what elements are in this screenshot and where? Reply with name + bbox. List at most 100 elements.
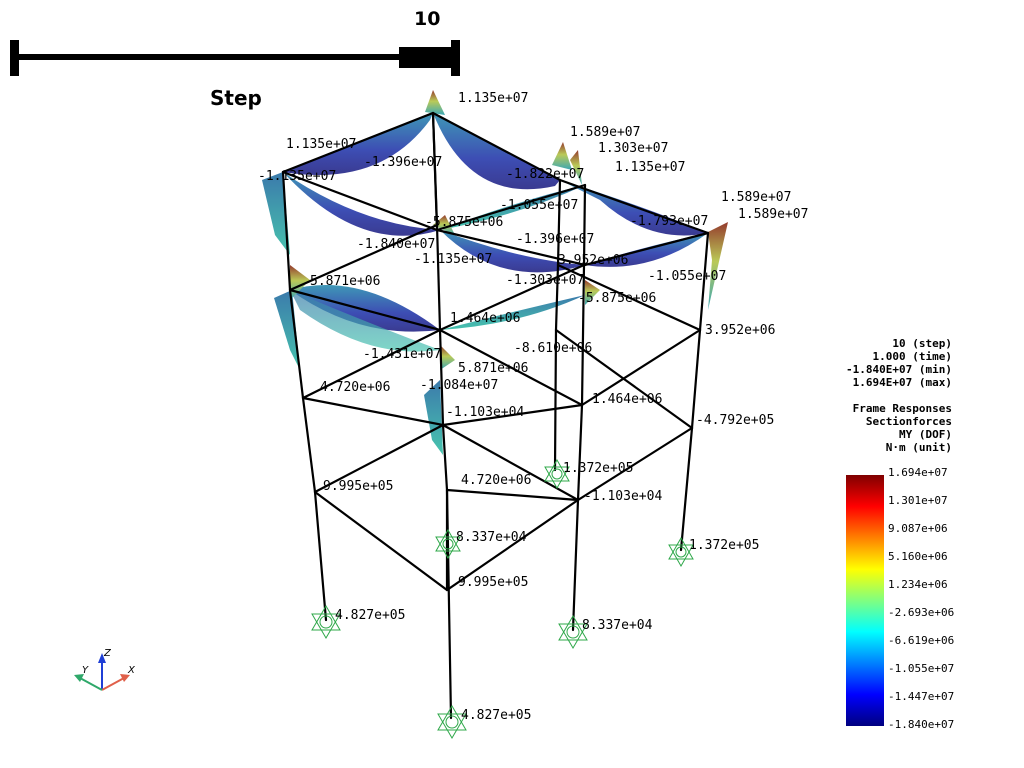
moment-fill xyxy=(708,222,728,310)
column xyxy=(281,170,328,622)
beam xyxy=(445,488,580,502)
info-time: 1.000 (time) xyxy=(872,350,952,363)
value-label: 4.827e+05 xyxy=(335,608,405,623)
legend-tick: 9.087e+06 xyxy=(888,522,948,535)
moment-fill xyxy=(440,295,585,330)
value-label: 9.995e+05 xyxy=(323,479,393,494)
supports xyxy=(311,458,694,739)
info-dof: MY (DOF) xyxy=(899,428,952,441)
moment-fill xyxy=(425,90,445,115)
beam xyxy=(313,423,445,494)
value-label: -5.875e+06 xyxy=(578,291,656,306)
moment-fill xyxy=(552,142,572,170)
y-axis-arrow xyxy=(79,677,103,691)
moment-fill xyxy=(570,150,582,185)
slider-left-cap xyxy=(10,40,19,76)
slider-right-cap xyxy=(451,40,460,76)
legend-tick: -1.447e+07 xyxy=(888,690,955,703)
legend-tick: 1.694e+07 xyxy=(888,466,948,479)
value-label: 1.303e+07 xyxy=(598,141,668,156)
beam xyxy=(301,328,442,400)
fixed-support-icon xyxy=(668,536,694,568)
value-label: 4.827e+05 xyxy=(461,708,531,723)
result-info-panel: 10 (step) 1.000 (time) -1.840E+07 (min) … xyxy=(846,337,952,454)
moment-fill xyxy=(290,290,440,352)
value-label: 5.871e+06 xyxy=(458,361,528,376)
x-axis-arrow xyxy=(101,677,125,691)
frame-structure xyxy=(281,111,710,720)
moment-fill xyxy=(262,172,290,255)
y-axis-label: Y xyxy=(82,665,89,676)
beam xyxy=(556,263,702,332)
legend-tick: -1.055e+07 xyxy=(888,662,955,675)
info-result-name: Sectionforces xyxy=(865,415,952,428)
z-axis-head xyxy=(98,653,106,663)
value-label: 1.135e+07 xyxy=(286,137,356,152)
value-label: 1.135e+07 xyxy=(615,160,685,175)
value-label: -1.084e+07 xyxy=(420,378,498,393)
fixed-support-icon xyxy=(435,528,461,560)
fixed-support-icon xyxy=(558,615,588,649)
color-legend-bar xyxy=(846,475,884,726)
value-label: -1.303e+07 xyxy=(506,273,584,288)
orientation-triad[interactable]: Z X Y xyxy=(74,648,136,691)
value-label: -1.103e+04 xyxy=(446,405,524,420)
value-label: 1.589e+07 xyxy=(721,190,791,205)
legend-tick: 1.301e+07 xyxy=(888,494,948,507)
value-label: -1.793e+07 xyxy=(630,214,708,229)
moment-fill xyxy=(424,380,443,455)
value-label: 1.372e+05 xyxy=(563,461,633,476)
column xyxy=(571,183,587,632)
info-result-type: Frame Responses xyxy=(852,402,952,415)
value-label: -1.055e+07 xyxy=(500,198,578,213)
info-max: 1.694E+07 (max) xyxy=(852,376,952,389)
fixed-support-icon xyxy=(544,458,570,490)
legend-tick: -1.840e+07 xyxy=(888,718,955,731)
column xyxy=(553,178,562,472)
value-label: -1.396e+07 xyxy=(364,155,442,170)
value-label: -1.135e+07 xyxy=(414,252,492,267)
beam xyxy=(281,111,710,235)
value-label: 1.589e+07 xyxy=(570,125,640,140)
moment-fill xyxy=(433,215,455,235)
info-spacer xyxy=(846,389,952,402)
value-label: 9.995e+05 xyxy=(458,575,528,590)
x-axis-head xyxy=(120,674,130,682)
slider-value: 10 xyxy=(414,8,441,30)
value-label: 8.337e+04 xyxy=(456,530,527,545)
y-axis-head xyxy=(74,674,84,682)
value-label: -5.875e+06 xyxy=(425,215,503,230)
value-label: 1.372e+05 xyxy=(689,538,759,553)
value-label: 3.952e+06 xyxy=(558,253,628,268)
fixed-support-icon xyxy=(437,705,467,739)
slider-handle[interactable] xyxy=(399,47,451,68)
beam xyxy=(288,223,439,292)
value-label: 3.952e+06 xyxy=(705,323,775,338)
moment-fill xyxy=(440,230,585,273)
fixed-support-icon xyxy=(311,605,341,639)
legend-tick: -2.693e+06 xyxy=(888,606,955,619)
value-label: 1.589e+07 xyxy=(738,207,808,222)
value-label: -1.103e+04 xyxy=(584,489,662,504)
info-unit: N·m (unit) xyxy=(885,441,952,454)
legend-tick: -6.619e+06 xyxy=(888,634,955,647)
x-axis-label: X xyxy=(127,665,136,676)
legend-tick: 5.160e+06 xyxy=(888,550,948,563)
value-label: 1.464e+06 xyxy=(592,392,662,407)
info-step: 10 (step) xyxy=(892,337,952,350)
value-label: -1.431e+07 xyxy=(363,347,441,362)
moment-fill xyxy=(283,172,440,236)
step-slider[interactable] xyxy=(10,40,460,76)
value-label: 1.135e+07 xyxy=(458,91,528,106)
column xyxy=(679,231,710,552)
moment-fill xyxy=(433,113,560,190)
value-label: 4.720e+06 xyxy=(320,380,390,395)
value-label: 1.464e+06 xyxy=(450,311,520,326)
info-min: -1.840E+07 (min) xyxy=(846,363,952,376)
value-label: -1.055e+07 xyxy=(648,269,726,284)
legend-tick: 1.234e+06 xyxy=(888,578,948,591)
value-label: -1.396e+07 xyxy=(516,232,594,247)
value-label: -1.822e+07 xyxy=(506,167,584,182)
value-label: -8.610e+06 xyxy=(514,341,592,356)
